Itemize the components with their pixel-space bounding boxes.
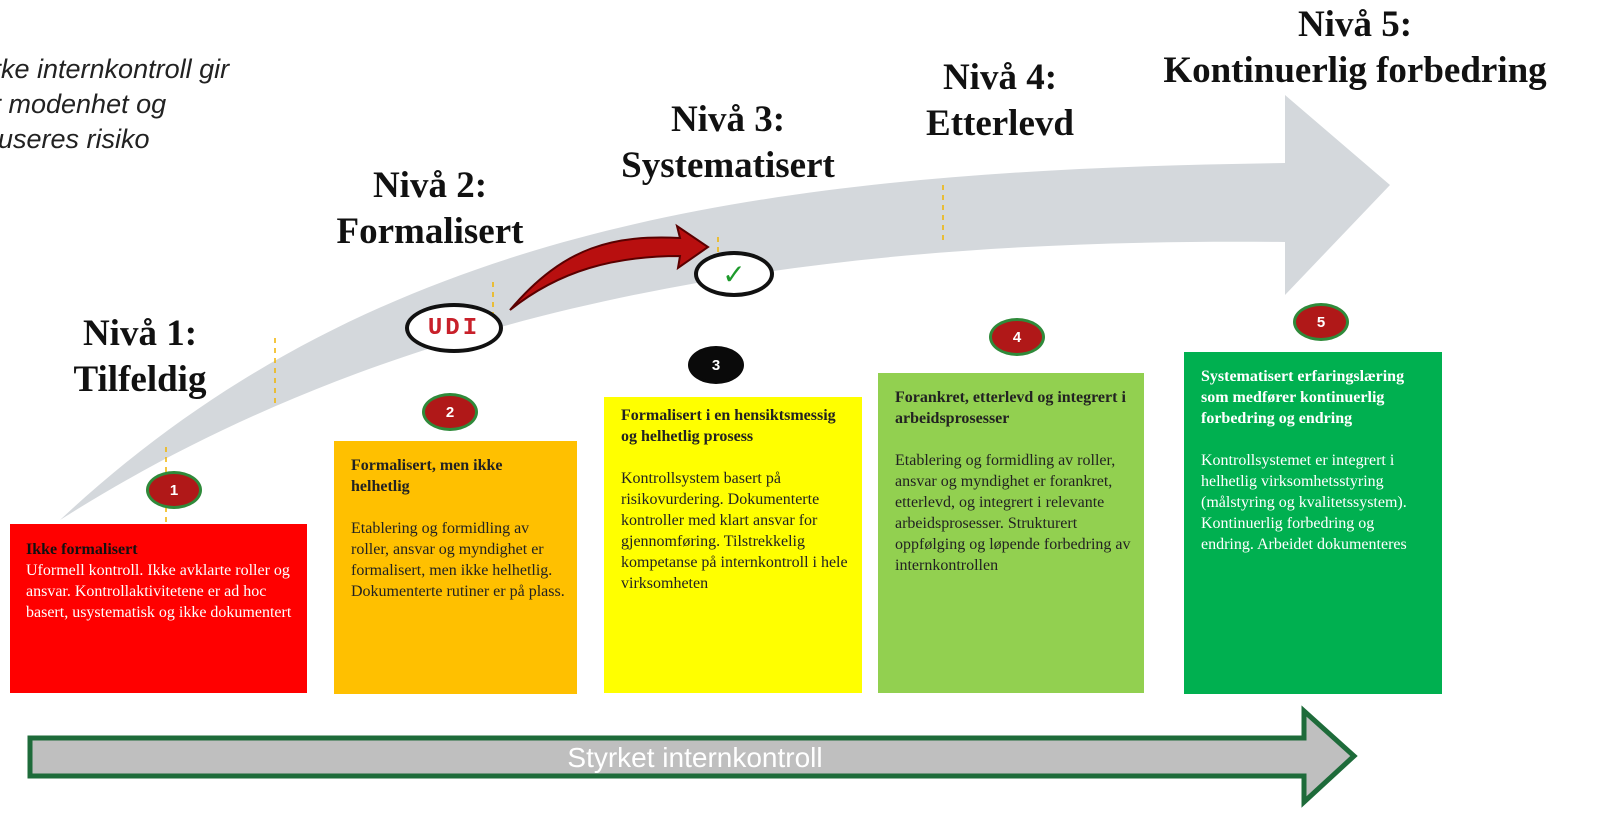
level-1-box-text: Uformell kontroll. Ikke avklarte roller … xyxy=(26,562,292,621)
udi-logo-text: UDI xyxy=(427,314,481,342)
level-5-name: Kontinuerlig forbedring xyxy=(1163,50,1547,91)
bottom-arrow-label: Styrket internkontroll xyxy=(567,742,823,773)
level-5-title: Nivå 5: Kontinuerlig forbedring xyxy=(1125,2,1585,94)
level-4-box: Forankret, etterlevd og integrert i arbe… xyxy=(878,373,1144,693)
level-2-box: Formalisert, men ikke helhetlig Etableri… xyxy=(334,441,577,694)
bottom-arrow-shape xyxy=(27,705,1358,808)
level-3-badge: 3 xyxy=(688,346,744,384)
level-2-name: Formalisert xyxy=(336,211,524,252)
level-3-title: Nivå 3: Systematisert xyxy=(598,97,858,189)
level-2-badge: 2 xyxy=(422,393,478,431)
udi-logo: UDI xyxy=(405,303,503,353)
level-3-name: Systematisert xyxy=(621,145,835,186)
level-3-number: Nivå 3: xyxy=(670,99,786,140)
level-5-number: Nivå 5: xyxy=(1297,4,1413,45)
level-2-title: Nivå 2: Formalisert xyxy=(320,163,540,255)
level-4-box-title: Forankret, etterlevd og integrert i arbe… xyxy=(895,389,1126,427)
level-1-box: Ikke formalisert Uformell kontroll. Ikke… xyxy=(10,524,307,693)
level-2-number: Nivå 2: xyxy=(372,165,488,206)
level-5-box: Systematisert erfaringslæring som medfør… xyxy=(1184,352,1442,694)
intro-line-2: r modenhet og xyxy=(0,89,167,119)
level-2-box-text: Etablering og formidling av roller, ansv… xyxy=(351,520,565,600)
intro-line-3: luseres risiko xyxy=(0,124,150,154)
level-4-name: Etterlevd xyxy=(926,103,1074,144)
level-5-box-title: Systematisert erfaringslæring som medfør… xyxy=(1201,368,1405,427)
level-5-box-text: Kontrollsystemet er integrert i helhetli… xyxy=(1201,452,1407,553)
level-4-box-text: Etablering og formidling av roller, ansv… xyxy=(895,452,1131,574)
level-2-box-title: Formalisert, men ikke helhetlig xyxy=(351,457,503,495)
level-1-box-title: Ikke formalisert xyxy=(26,541,138,558)
level-1-badge: 1 xyxy=(146,471,202,509)
intro-line-1: rke internkontroll gir xyxy=(0,54,230,84)
level-3-box: Formalisert i en hensiktsmessig og helhe… xyxy=(604,397,862,693)
checkmark-icon: ✓ xyxy=(722,257,746,291)
level-4-number: Nivå 4: xyxy=(942,57,1058,98)
level-4-title: Nivå 4: Etterlevd xyxy=(900,55,1100,147)
level-3-box-text: Kontrollsystem basert på risikovurdering… xyxy=(621,470,848,592)
maturity-curve-arrow xyxy=(60,95,1390,520)
level-1-number: Nivå 1: xyxy=(82,313,198,354)
current-level-check: ✓ xyxy=(694,251,774,297)
level-3-box-title: Formalisert i en hensiktsmessig og helhe… xyxy=(621,407,836,445)
intro-text: rke internkontroll gir r modenhet og lus… xyxy=(0,52,332,157)
transition-arrow xyxy=(509,223,710,311)
level-1-title: Nivå 1: Tilfeldig xyxy=(40,311,240,403)
level-5-badge: 5 xyxy=(1293,303,1349,341)
level-4-badge: 4 xyxy=(989,318,1045,356)
level-1-name: Tilfeldig xyxy=(73,359,207,400)
